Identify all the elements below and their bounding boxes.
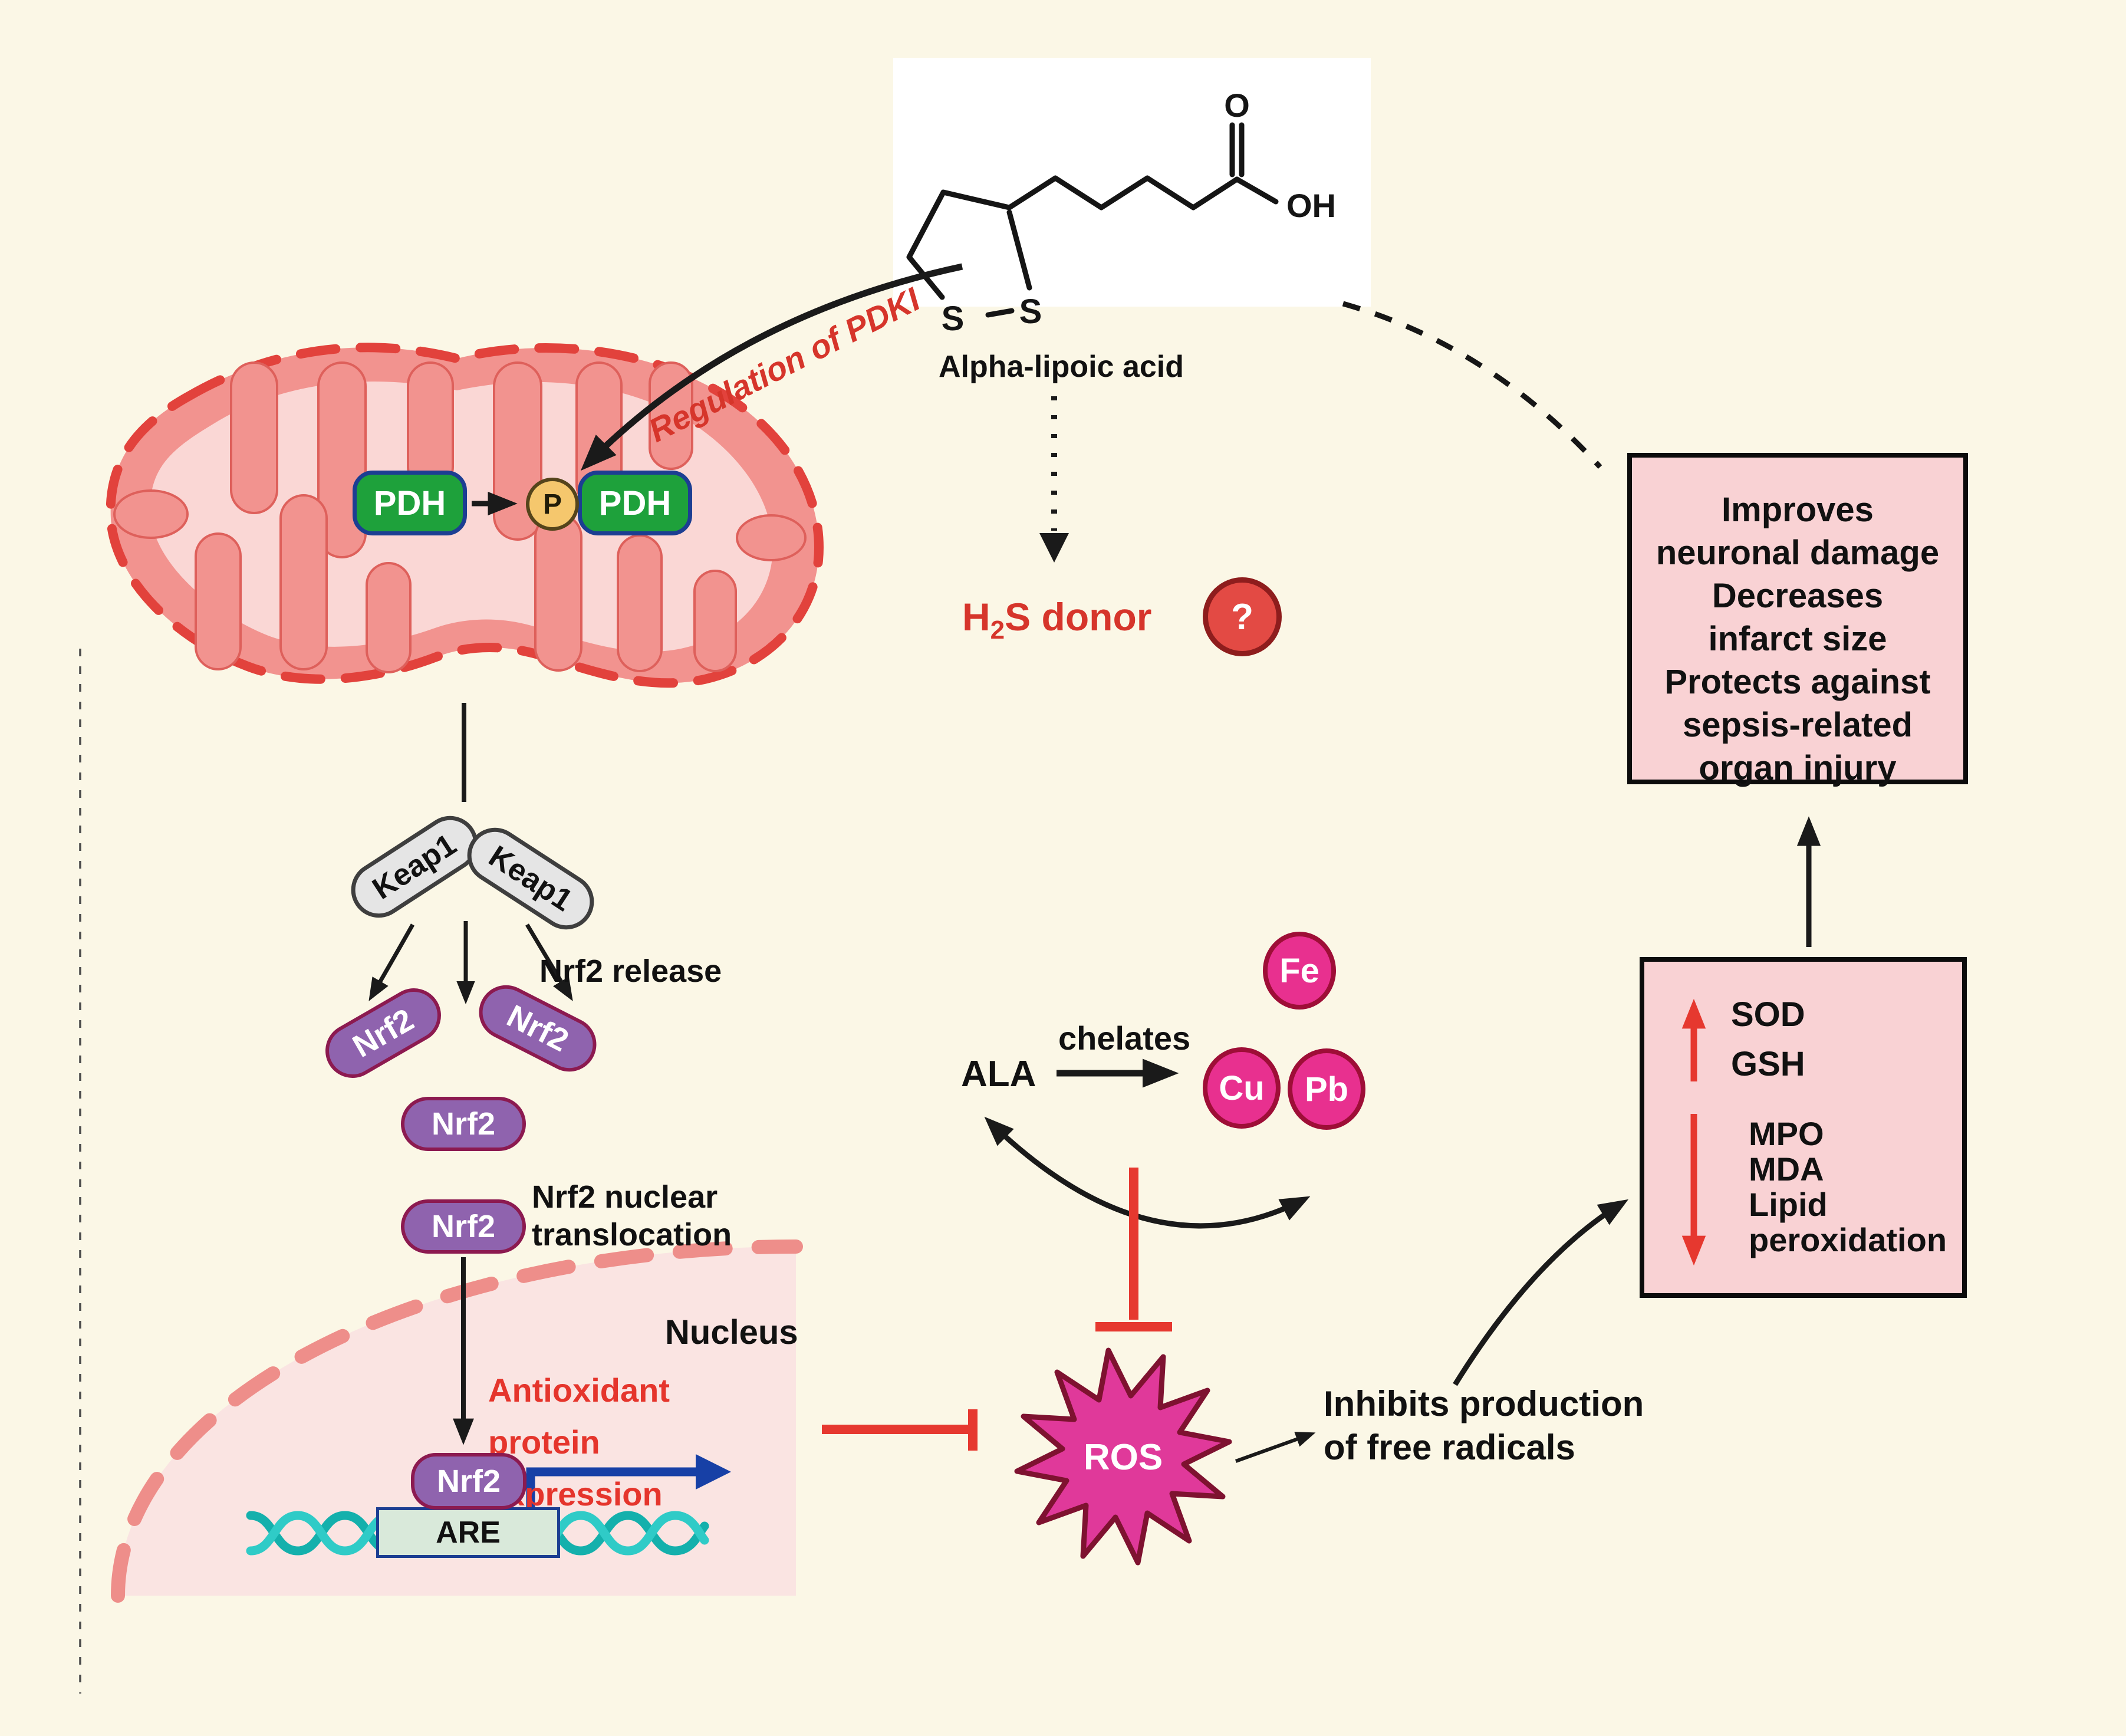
ala-label: ALA xyxy=(961,1054,1036,1094)
marker-down-item: peroxidation xyxy=(1749,1221,1947,1258)
crista xyxy=(534,513,582,672)
nucleus-title: Nucleus xyxy=(665,1313,798,1352)
chelation-cycle-arrow xyxy=(984,1116,1311,1229)
outcome-line: Protects against xyxy=(1664,663,1931,701)
dotted-link-arc xyxy=(1342,301,1602,469)
crista xyxy=(617,534,663,672)
regulation-arrow xyxy=(580,263,963,471)
pdh-box-left: PDH xyxy=(353,471,467,535)
ros-starburst xyxy=(1014,1347,1232,1566)
hydroxyl-label: OH xyxy=(1286,187,1336,224)
marker-down-item: MPO xyxy=(1749,1115,1824,1152)
c-oh-bond xyxy=(1234,176,1279,205)
are-label: ARE xyxy=(436,1515,501,1550)
outcome-line: organ injury xyxy=(1699,749,1897,787)
nuclear-membrane-dashed xyxy=(111,1239,803,1603)
release-arrow-left xyxy=(368,923,415,1001)
marker-down-item: MDA xyxy=(1749,1150,1824,1188)
structure-panel xyxy=(893,58,1371,307)
release-arrow-right xyxy=(525,923,573,1001)
molecule-name: Alpha-lipoic acid xyxy=(938,350,1184,384)
decreased-markers: MPO MDA Lipid peroxidation xyxy=(1749,1116,1947,1258)
crista xyxy=(113,489,189,539)
nrf2-pill-on-are: Nrf2 xyxy=(411,1453,526,1510)
cu-label: Cu xyxy=(1219,1068,1265,1107)
metal-pb: Pb xyxy=(1288,1048,1365,1130)
nrf2-label: Nrf2 xyxy=(431,1106,496,1142)
ring-bond xyxy=(1006,209,1032,291)
nrf2-label: Nrf2 xyxy=(436,1464,501,1499)
nrf2-pill: Nrf2 xyxy=(401,1199,526,1254)
outcome-line: sepsis-related xyxy=(1682,706,1913,744)
pdh-right-label: PDH xyxy=(598,484,672,522)
pdh-left-label: PDH xyxy=(373,484,446,522)
increased-markers: SOD GSH xyxy=(1731,990,1805,1089)
crista xyxy=(693,570,737,672)
nrf2-release-label: Nrf2 release xyxy=(539,954,722,989)
chelates-label: chelates xyxy=(1058,1020,1191,1057)
sulfur-atom-label: S xyxy=(1019,292,1042,331)
outcome-box: Improves neuronal damage Decreases infar… xyxy=(1627,453,1968,787)
crista xyxy=(195,532,242,670)
question-mark: ? xyxy=(1231,596,1253,637)
sulfur-atom-label: S xyxy=(942,300,965,338)
marker-down-item: Lipid xyxy=(1749,1186,1828,1223)
metal-fe: Fe xyxy=(1263,932,1336,1010)
inhibits-line1: Inhibits production xyxy=(1324,1384,1644,1423)
translocation-line1: Nrf2 nuclear xyxy=(532,1179,718,1215)
h2s-post: S donor xyxy=(1005,595,1152,639)
s-s-bond xyxy=(985,308,1015,318)
h2s-donor-label: H2S donor xyxy=(962,594,1151,645)
marker-up-item: GSH xyxy=(1731,1045,1805,1083)
outcome-line: neuronal damage xyxy=(1656,534,1940,572)
ros-to-text-arrow xyxy=(1235,1432,1316,1463)
nrf2-pill: Nrf2 xyxy=(401,1097,526,1151)
oxygen-atom-label: O xyxy=(1224,87,1250,124)
ros-label: ROS xyxy=(1083,1437,1163,1478)
marker-arrows xyxy=(1681,998,1706,1266)
antioxidant-line1: Antioxidant xyxy=(488,1372,670,1409)
metal-cu: Cu xyxy=(1203,1047,1281,1129)
question-badge: ? xyxy=(1203,577,1282,656)
outcome-line: Decreases xyxy=(1712,577,1884,615)
translocation-label: Nrf2 nuclear translocation xyxy=(532,1178,732,1254)
h2s-sub: 2 xyxy=(990,616,1005,645)
h2s-pre: H xyxy=(962,595,990,639)
crista xyxy=(649,361,693,470)
nrf2-label: Nrf2 xyxy=(431,1209,496,1244)
crista xyxy=(230,361,278,514)
inhibits-label: Inhibits production of free radicals xyxy=(1324,1382,1644,1469)
outcome-line: infarct size xyxy=(1708,620,1887,658)
text-to-markers-arrow xyxy=(1453,1199,1629,1386)
inhibits-line2: of free radicals xyxy=(1324,1428,1575,1467)
oxidative-markers-box: SOD GSH MPO MDA Lipid peroxidation xyxy=(1640,957,1967,1298)
are-box: ARE xyxy=(376,1507,560,1558)
inhibition-tbars xyxy=(822,1168,1172,1451)
translocation-line2: translocation xyxy=(532,1217,732,1252)
crista xyxy=(736,514,807,561)
phosphate-label: P xyxy=(542,488,562,520)
marker-up-item: SOD xyxy=(1731,995,1805,1034)
h2s-arrowhead xyxy=(1039,533,1069,563)
alkyl-chain xyxy=(1006,175,1240,211)
phosphate-circle: P xyxy=(526,478,579,531)
pdh-box-right: PDH xyxy=(578,471,692,535)
transcription-arrow xyxy=(526,1454,731,1507)
fe-label: Fe xyxy=(1279,951,1319,990)
pb-label: Pb xyxy=(1304,1070,1349,1109)
outcome-line: Improves xyxy=(1722,491,1874,529)
crista xyxy=(279,494,328,670)
crista xyxy=(366,562,412,673)
